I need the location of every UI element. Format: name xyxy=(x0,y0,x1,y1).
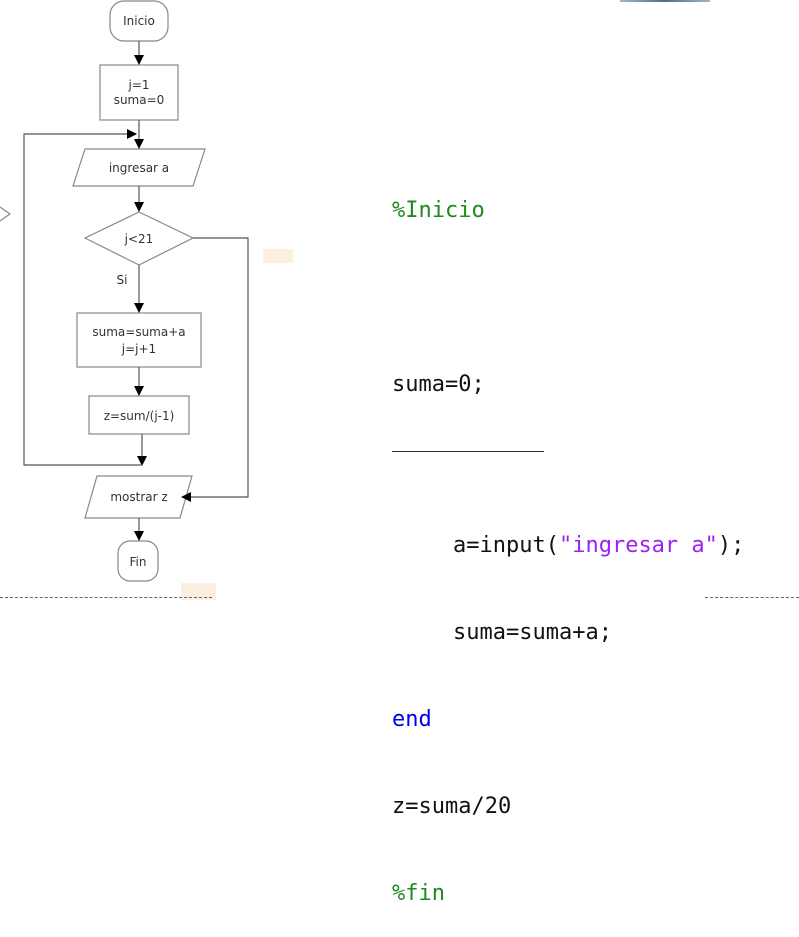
node-end xyxy=(117,540,159,582)
code-string-literal: "ingresar a" xyxy=(558,533,718,558)
node-start-label: Inicio xyxy=(123,14,155,28)
code-input-end: ); xyxy=(717,533,745,558)
highlight-mark xyxy=(263,249,293,263)
code-input-call: a=input( xyxy=(453,533,559,558)
dashed-divider xyxy=(705,597,799,598)
loop-back-arrow xyxy=(23,129,142,466)
code-line-accumulate: suma=suma+a; xyxy=(453,620,612,645)
node-input xyxy=(72,148,206,187)
code-line-init: suma=0; xyxy=(392,372,485,397)
node-calc xyxy=(88,395,190,435)
code-comment-end: %fin xyxy=(392,881,445,906)
node-init-label: j=1 xyxy=(127,78,149,92)
offscreen-shape-edge xyxy=(0,206,12,222)
code-keyword-end: end xyxy=(392,707,432,732)
node-body-label: j=j+1 xyxy=(121,342,156,356)
code-line-input: a=input("ingresar a"); xyxy=(392,531,744,560)
node-body xyxy=(76,312,202,368)
node-body-label: suma=suma+a xyxy=(92,325,185,339)
code-blank-line xyxy=(392,283,744,312)
node-output xyxy=(84,475,193,519)
node-input-label: ingresar a xyxy=(109,161,169,175)
branch-yes-label: Si xyxy=(117,273,128,287)
node-cond-label: j<21 xyxy=(124,232,154,246)
fill-in-blank-underline xyxy=(392,451,544,452)
node-end-label: Fin xyxy=(130,555,147,569)
dashed-divider xyxy=(0,597,212,598)
code-blank-placeholder xyxy=(392,451,744,473)
code-comment-start: %Inicio xyxy=(392,198,485,223)
node-init-label: suma=0 xyxy=(114,93,165,107)
top-edge-decoration xyxy=(620,0,710,2)
highlight-mark xyxy=(181,583,216,600)
code-listing: %Inicio suma=0; a=input("ingresar a"); s… xyxy=(392,138,744,937)
flowchart: Inicio j=1 suma=0 ingresar a j<21 Si sum… xyxy=(0,0,249,582)
code-line-average: z=suma/20 xyxy=(392,794,512,819)
node-calc-label: z=sum/(j-1) xyxy=(104,409,175,423)
exit-branch-arrow xyxy=(181,237,249,502)
node-output-label: mostrar z xyxy=(110,490,167,504)
